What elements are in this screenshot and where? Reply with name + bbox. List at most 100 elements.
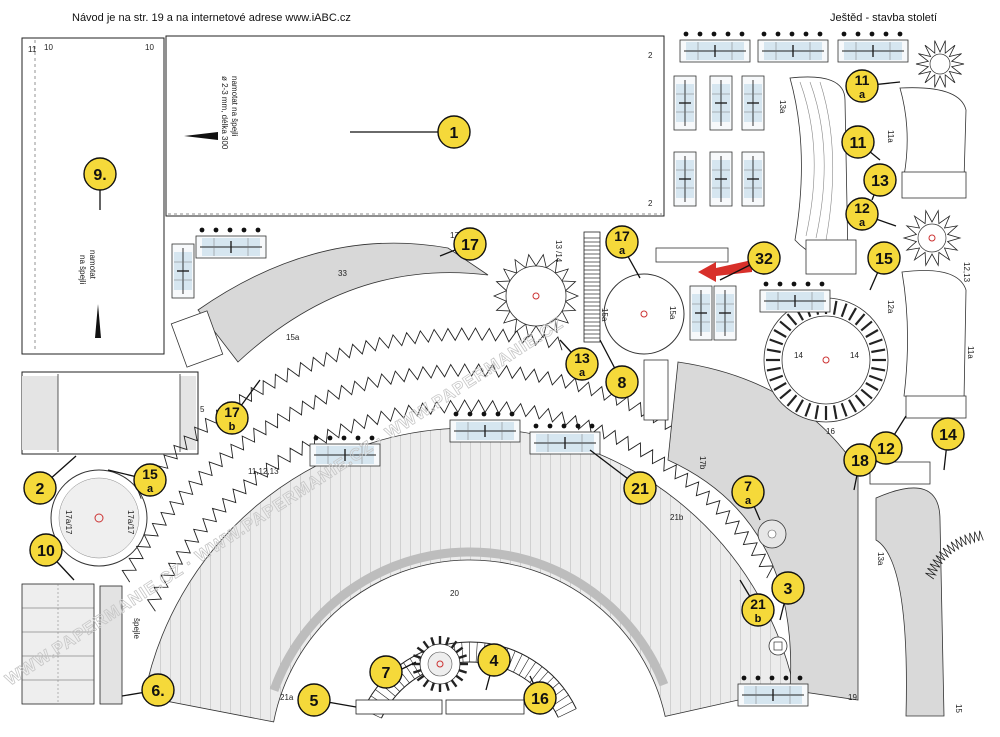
part-14-arc: 13a 15 xyxy=(875,487,984,717)
red-arrow-icon xyxy=(698,260,752,282)
svg-text:11: 11 xyxy=(855,72,870,88)
part-label: 11a xyxy=(966,346,975,359)
part-label: 20 xyxy=(450,589,459,598)
part-1-note-line2: ø 2-3 mm, délka 300 xyxy=(220,76,229,150)
svg-text:15: 15 xyxy=(142,466,158,482)
marker-9: 9. xyxy=(83,157,117,191)
part-11-gear xyxy=(915,40,965,88)
part-label: 5 xyxy=(200,405,205,414)
part-label: 15a xyxy=(668,306,677,320)
marker-14: 14 xyxy=(931,417,965,451)
part-5-strip xyxy=(355,699,443,715)
part-11-strip: 11a xyxy=(886,87,967,199)
part-label: 17a/17 xyxy=(64,510,73,535)
part-label: 2 xyxy=(648,199,653,208)
part-13-strip: 13a xyxy=(778,76,857,275)
part-label: 21a xyxy=(280,693,294,702)
part-label: 15a xyxy=(286,333,300,342)
part-1-note-line1: namotat na špejli xyxy=(230,76,239,137)
part-label: 10 xyxy=(44,43,53,52)
part-9-panel: 11 10 10 namotat na špejli xyxy=(21,37,165,355)
svg-text:b: b xyxy=(755,613,762,625)
marker-10: 10 xyxy=(29,533,63,567)
svg-text:2: 2 xyxy=(36,481,45,498)
tooth-strip xyxy=(121,363,764,583)
part-15-ring: 14 14 16 xyxy=(763,297,889,436)
svg-text:8: 8 xyxy=(618,375,627,392)
svg-text:a: a xyxy=(579,367,586,379)
part-9-note-line2: na špejli xyxy=(78,255,87,285)
window-strips xyxy=(171,31,909,707)
part-4-strip xyxy=(445,699,525,715)
marker-1: 1 xyxy=(437,115,471,149)
part-label: 15 xyxy=(954,704,963,713)
svg-text:6.: 6. xyxy=(151,683,164,700)
marker-12a: 12a xyxy=(845,197,879,231)
tooth-strip xyxy=(135,327,563,499)
svg-text:18: 18 xyxy=(851,453,869,470)
svg-text:a: a xyxy=(619,245,626,257)
svg-text:4: 4 xyxy=(490,653,499,670)
part-7-gear xyxy=(412,636,468,692)
svg-text:13: 13 xyxy=(871,173,889,190)
svg-text:14: 14 xyxy=(939,427,957,444)
marker-11a: 11a xyxy=(845,69,879,103)
marker-21: 21 xyxy=(623,471,657,505)
part-15a-disc: 17a/17 17a/17 xyxy=(50,469,148,567)
svg-text:a: a xyxy=(859,89,866,101)
header-instructions: Návod je na str. 19 a na internetové adr… xyxy=(72,12,351,24)
marker-12: 12 xyxy=(869,431,903,465)
marker-17top: 17 xyxy=(453,227,487,261)
svg-text:a: a xyxy=(859,217,866,229)
part-9-note-line1: namotat xyxy=(88,250,97,280)
marker-11: 11 xyxy=(841,125,875,159)
marker-15: 15 xyxy=(867,241,901,275)
part-label: 14 xyxy=(794,351,803,360)
part-12-gear: 12,13 xyxy=(902,209,971,283)
tooth-strip xyxy=(146,399,774,612)
part-6-note: špejle xyxy=(132,618,141,639)
marker-4: 4 xyxy=(477,643,511,677)
marker-17a: 17a xyxy=(605,225,639,259)
part-label: 13a xyxy=(778,100,787,114)
svg-text:a: a xyxy=(745,495,752,507)
marker-3: 3 xyxy=(771,571,805,605)
svg-text:b: b xyxy=(229,421,236,433)
marker-7a: 7a xyxy=(731,475,765,509)
svg-text:3: 3 xyxy=(784,581,793,598)
svg-text:a: a xyxy=(147,483,154,495)
part-label: 11 xyxy=(28,45,37,54)
part-label: 2 xyxy=(648,51,653,60)
svg-text:32: 32 xyxy=(755,251,773,268)
marker-2: 2 xyxy=(23,471,57,505)
svg-text:12: 12 xyxy=(854,200,870,216)
marker-16: 16 xyxy=(523,681,557,715)
svg-text:11: 11 xyxy=(850,135,867,152)
part-label: 14 xyxy=(850,351,859,360)
marker-13: 13 xyxy=(863,163,897,197)
header-title: Ještěd - stavba století xyxy=(830,12,937,24)
marker-6: 6. xyxy=(141,673,175,707)
part-label: 16 xyxy=(826,427,835,436)
part-10-strip xyxy=(21,583,95,705)
part-label: 13a xyxy=(876,552,885,566)
part-6-strip: špejle xyxy=(99,585,141,705)
part-8-tab xyxy=(643,359,669,421)
part-label: 12,13 xyxy=(962,262,971,283)
part-1-panel: 2 2 namotat na špejli ø 2-3 mm, délka 30… xyxy=(165,35,665,217)
svg-text:7: 7 xyxy=(382,665,391,682)
marker-7: 7 xyxy=(369,655,403,689)
part-markers: 19.215a106.17b1717a13a83211a111312a15121… xyxy=(23,69,965,717)
part-2-box: 5 xyxy=(21,371,205,455)
small-strip xyxy=(655,247,729,263)
marker-21b: 21b xyxy=(741,593,775,627)
marker-32: 32 xyxy=(747,241,781,275)
marker-8: 8 xyxy=(605,365,639,399)
svg-text:17: 17 xyxy=(614,228,630,244)
part-17-gear: 13 /14 xyxy=(492,240,580,339)
svg-text:5: 5 xyxy=(310,693,319,710)
part-label: 19 xyxy=(848,693,857,702)
part-label: 17a/17 xyxy=(126,510,135,535)
svg-text:12: 12 xyxy=(877,441,895,458)
